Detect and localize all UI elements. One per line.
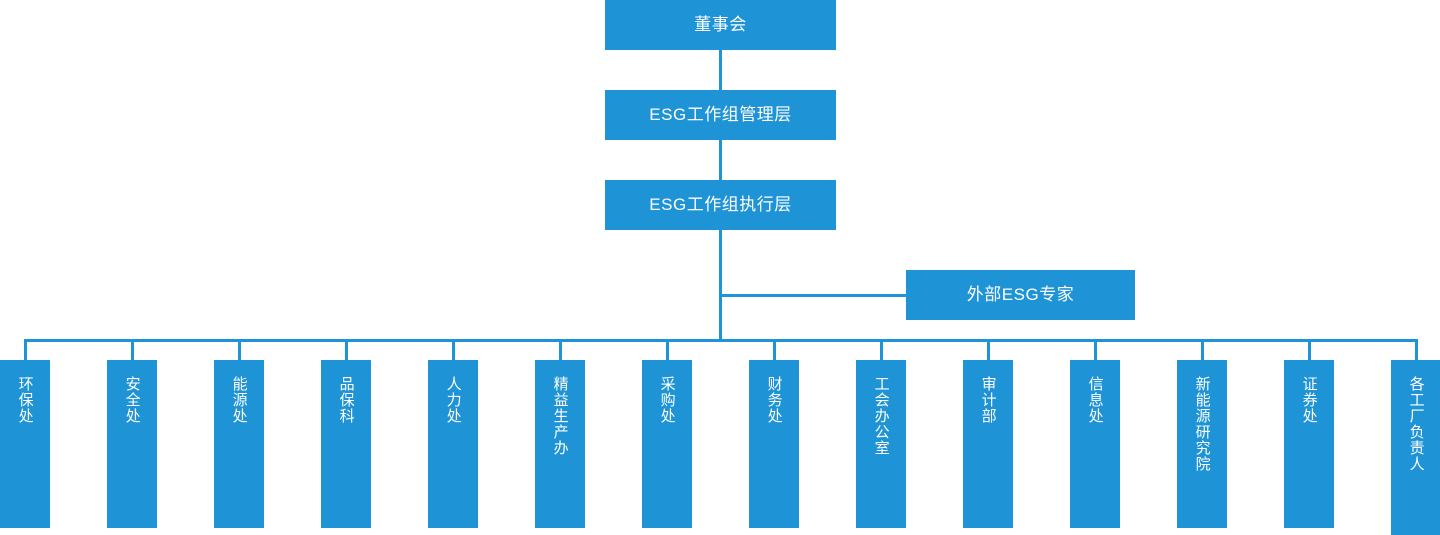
- node-external-esg-expert[interactable]: 外部ESG专家: [906, 270, 1135, 320]
- connector-stub-department-12: [1201, 339, 1204, 360]
- connector-stub-department-9: [880, 339, 883, 360]
- node-department-4[interactable]: 品保科: [321, 360, 371, 528]
- node-external-esg-expert-label: 外部ESG专家: [966, 285, 1075, 305]
- node-department-2-label: 安全处: [123, 376, 141, 424]
- connector-department-bus: [25, 339, 1415, 342]
- node-department-10-label: 审计部: [979, 376, 997, 424]
- node-department-3[interactable]: 能源处: [214, 360, 264, 528]
- node-board-of-directors[interactable]: 董事会: [605, 0, 836, 50]
- node-department-10[interactable]: 审计部: [963, 360, 1013, 528]
- node-department-9[interactable]: 工会办公室: [856, 360, 906, 528]
- node-department-14[interactable]: 各工厂负责人: [1391, 360, 1440, 535]
- node-department-6[interactable]: 精益生产办: [535, 360, 585, 528]
- connector-stub-department-4: [345, 339, 348, 360]
- node-department-6-label: 精益生产办: [551, 376, 569, 456]
- node-department-13-label: 证券处: [1300, 376, 1318, 424]
- node-department-2[interactable]: 安全处: [107, 360, 157, 528]
- connector-stub-department-7: [666, 339, 669, 360]
- node-department-4-label: 品保科: [337, 376, 355, 424]
- node-department-8[interactable]: 财务处: [749, 360, 799, 528]
- connector-stub-department-6: [559, 339, 562, 360]
- connector-stub-department-14: [1415, 339, 1418, 360]
- node-department-1-label: 环保处: [16, 376, 34, 424]
- node-department-7-label: 采购处: [658, 376, 676, 424]
- node-esg-workgroup-execution-label: ESG工作组执行层: [649, 195, 792, 215]
- connector-stub-department-1: [24, 339, 27, 360]
- connector-execution-to-external: [719, 294, 906, 297]
- node-department-3-label: 能源处: [230, 376, 248, 424]
- connector-stub-department-2: [131, 339, 134, 360]
- node-department-8-label: 财务处: [765, 376, 783, 424]
- node-department-5-label: 人力处: [444, 376, 462, 424]
- node-department-12-label: 新能源研究院: [1193, 376, 1211, 472]
- node-department-12[interactable]: 新能源研究院: [1177, 360, 1227, 528]
- node-department-11-label: 信息处: [1086, 376, 1104, 424]
- node-esg-workgroup-management-label: ESG工作组管理层: [649, 105, 792, 125]
- connector-stub-department-3: [238, 339, 241, 360]
- node-department-9-label: 工会办公室: [872, 376, 890, 456]
- connector-stub-department-8: [773, 339, 776, 360]
- node-esg-workgroup-management[interactable]: ESG工作组管理层: [605, 90, 836, 140]
- connector-board-to-management: [719, 50, 722, 90]
- connector-stub-department-5: [452, 339, 455, 360]
- node-department-7[interactable]: 采购处: [642, 360, 692, 528]
- connector-stub-department-10: [987, 339, 990, 360]
- node-department-1[interactable]: 环保处: [0, 360, 50, 528]
- connector-execution-spine: [719, 230, 722, 341]
- connector-stub-department-13: [1308, 339, 1311, 360]
- node-esg-workgroup-execution[interactable]: ESG工作组执行层: [605, 180, 836, 230]
- node-department-13[interactable]: 证券处: [1284, 360, 1334, 528]
- connector-management-to-execution: [719, 140, 722, 180]
- node-department-5[interactable]: 人力处: [428, 360, 478, 528]
- node-department-14-label: 各工厂负责人: [1407, 376, 1425, 472]
- node-board-of-directors-label: 董事会: [694, 15, 747, 35]
- node-department-11[interactable]: 信息处: [1070, 360, 1120, 528]
- connector-stub-department-11: [1094, 339, 1097, 360]
